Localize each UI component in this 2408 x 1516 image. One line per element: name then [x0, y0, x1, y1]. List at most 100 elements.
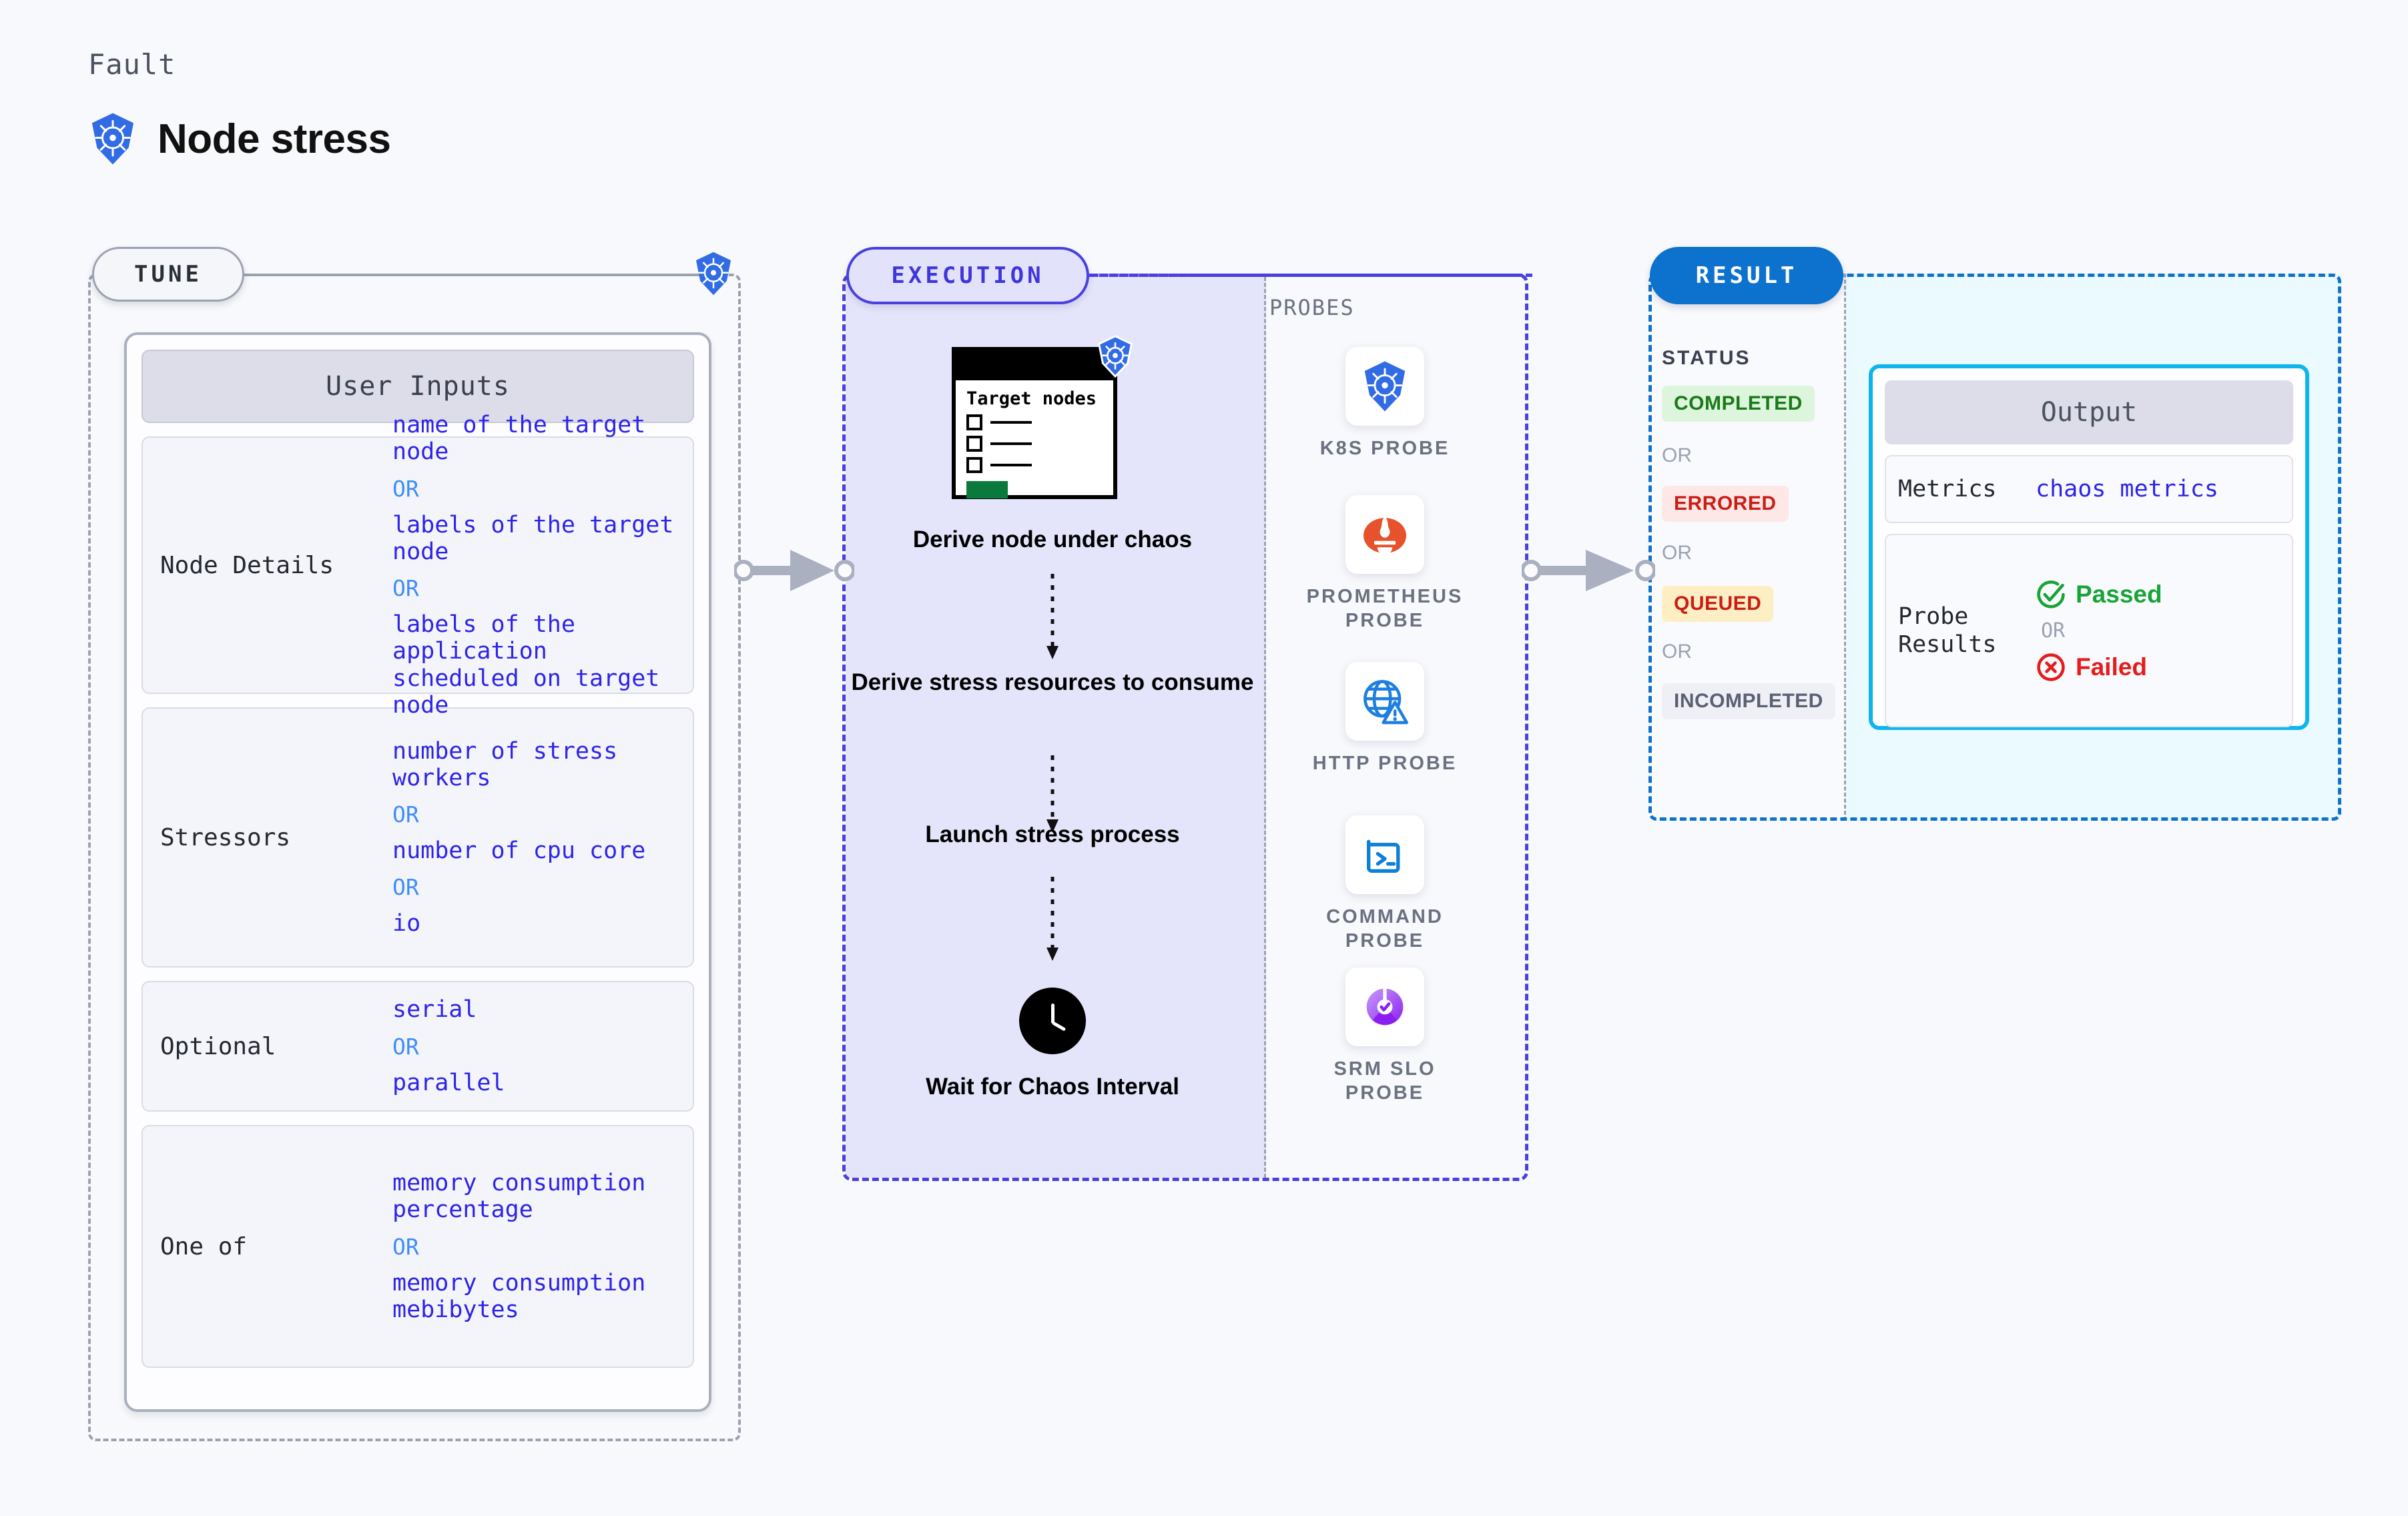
- list-item: [966, 456, 1103, 473]
- kubernetes-icon: [1096, 335, 1135, 378]
- input-row-label: Stressors: [160, 823, 291, 851]
- card-titlebar: [956, 351, 1113, 380]
- probe-k8s[interactable]: K8S PROBE: [1301, 347, 1468, 460]
- input-value: labels of the application scheduled on t…: [392, 611, 660, 719]
- execution-step-label: Derive node under chaos: [912, 526, 1193, 552]
- clock-icon: [1019, 988, 1086, 1054]
- list-item: [966, 435, 1103, 452]
- input-row-label: One of: [160, 1232, 248, 1260]
- status-separator: OR: [1662, 444, 1692, 466]
- connector-execution-to-result: [1522, 540, 1655, 601]
- kubernetes-icon: [693, 251, 734, 296]
- input-value: name of the target node: [392, 412, 646, 466]
- input-row-one-of: One of memory consumption percentage OR …: [141, 1125, 694, 1368]
- input-value: parallel: [392, 1069, 505, 1096]
- status-separator: OR: [1662, 641, 1692, 663]
- check-circle-icon: [2037, 580, 2065, 608]
- target-nodes-card: Target nodes: [952, 347, 1117, 499]
- input-separator: OR: [392, 1233, 419, 1260]
- kubernetes-icon: [88, 112, 137, 165]
- input-value: io: [392, 910, 421, 937]
- input-separator: OR: [392, 1033, 419, 1060]
- prometheus-icon: [1345, 495, 1424, 574]
- terminal-icon: [1345, 815, 1424, 894]
- checkbox-icon: [966, 414, 982, 430]
- user-inputs-title: User Inputs: [141, 350, 694, 423]
- result-panel: [1648, 274, 2341, 821]
- input-value: labels of the target node: [392, 511, 674, 565]
- status-badge-queued: QUEUED: [1662, 586, 1774, 622]
- status-title: STATUS: [1662, 347, 1751, 369]
- probe-result-failed-label: Failed: [2076, 653, 2147, 681]
- probe-result-failed: Failed: [2036, 652, 2162, 683]
- page-title: Node stress: [158, 115, 391, 162]
- status-separator: OR: [1662, 542, 1692, 564]
- result-status-region: [1648, 274, 1846, 821]
- probe-result-separator: OR: [2041, 619, 2066, 643]
- status-badge-incompleted: INCOMPLETED: [1662, 683, 1835, 719]
- input-row-label: Optional: [160, 1032, 276, 1060]
- output-row-probe-results: Probe Results Passed OR Faile: [1885, 534, 2293, 727]
- probe-label: SRM SLO PROBE: [1333, 1058, 1436, 1104]
- fault-eyebrow-label: Fault: [88, 48, 176, 81]
- execution-step-label: Derive stress resources to consume: [851, 669, 1254, 695]
- status-badge-completed: COMPLETED: [1662, 386, 1815, 422]
- flow-arrow-2: [842, 755, 1263, 834]
- input-separator: OR: [392, 475, 419, 502]
- input-value: serial: [392, 996, 477, 1024]
- checkbox-icon: [966, 456, 982, 473]
- output-row-label: Probe Results: [1898, 603, 1997, 658]
- output-metrics-value: chaos metrics: [2036, 476, 2218, 502]
- probe-command[interactable]: COMMAND PROBE: [1301, 815, 1468, 954]
- probes-section-label: PROBES: [1269, 295, 1355, 320]
- status-badge-errored: ERRORED: [1662, 486, 1789, 522]
- kubernetes-icon: [1345, 347, 1424, 426]
- input-separator: OR: [392, 801, 419, 827]
- execution-step-label: Wait for Chaos Interval: [926, 1074, 1179, 1100]
- placeholder-line: [990, 442, 1032, 445]
- flow-arrow-1: [842, 574, 1263, 661]
- output-row-label: Metrics: [1898, 476, 1997, 502]
- output-card: Output Metrics chaos metrics Probe Resul…: [1869, 364, 2309, 730]
- input-row-optional: Optional serial OR parallel: [141, 981, 694, 1112]
- input-row-stressors: Stressors number of stress workers OR nu…: [141, 707, 694, 968]
- input-row-node-details: Node Details name of the target node OR …: [141, 412, 694, 719]
- probe-result-passed: Passed: [2036, 579, 2162, 610]
- input-row-label: Node Details: [160, 551, 334, 579]
- execution-dashed-connector: [1089, 274, 1532, 277]
- tune-pill[interactable]: TUNE: [92, 247, 244, 302]
- probe-label: HTTP PROBE: [1312, 753, 1458, 774]
- input-value: number of stress workers: [392, 737, 618, 791]
- execution-pill[interactable]: EXECUTION: [846, 247, 1089, 304]
- target-nodes-title: Target nodes: [966, 388, 1097, 409]
- probe-srm-slo[interactable]: SRM SLO PROBE: [1301, 968, 1468, 1106]
- progress-bar: [966, 480, 1008, 498]
- output-title: Output: [1885, 380, 2293, 444]
- list-item: [966, 414, 1103, 430]
- flow-arrow-3: [842, 877, 1263, 962]
- placeholder-line: [990, 420, 1032, 424]
- probe-http[interactable]: HTTP PROBE: [1301, 662, 1468, 775]
- input-separator: OR: [392, 874, 419, 901]
- x-circle-icon: [2037, 653, 2065, 681]
- checkbox-icon: [966, 435, 982, 452]
- input-value: number of cpu core: [392, 837, 646, 864]
- placeholder-line: [990, 463, 1032, 466]
- probe-label: COMMAND PROBE: [1326, 906, 1444, 952]
- probe-label: PROMETHEUS PROBE: [1306, 586, 1464, 632]
- input-value: memory consumption mebibytes: [392, 1269, 646, 1323]
- tune-dashed-connector: [244, 274, 698, 276]
- user-inputs-card: User Inputs Node Details name of the tar…: [124, 332, 711, 1412]
- input-value: memory consumption percentage: [392, 1170, 646, 1224]
- output-row-metrics: Metrics chaos metrics: [1885, 455, 2293, 523]
- srm-slo-icon: [1345, 968, 1424, 1046]
- execution-step-label: Launch stress process: [925, 821, 1180, 847]
- result-pill[interactable]: RESULT: [1650, 247, 1843, 304]
- probe-result-passed-label: Passed: [2076, 580, 2162, 608]
- connector-tune-to-execution: [734, 540, 854, 601]
- page-title-row: Node stress: [88, 112, 391, 165]
- input-separator: OR: [392, 575, 419, 601]
- probe-label: K8S PROBE: [1319, 438, 1450, 459]
- probe-prometheus[interactable]: PROMETHEUS PROBE: [1301, 495, 1468, 633]
